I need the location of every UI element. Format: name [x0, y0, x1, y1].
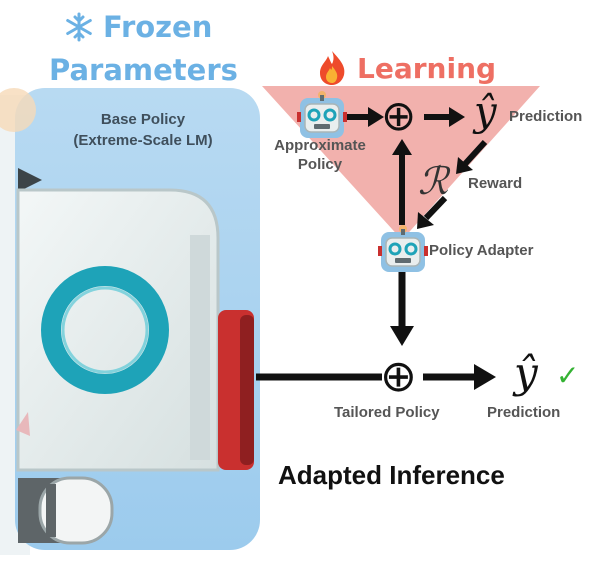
- inference-prediction-symbol: ŷ: [514, 348, 538, 397]
- approximate-policy-line1: Approximate: [274, 137, 366, 154]
- adapted-inference-title: Adapted Inference: [278, 460, 505, 490]
- learning-arrows: [347, 107, 488, 229]
- learning-title: Learning: [357, 52, 497, 85]
- learning-combine-symbol: ⊕: [381, 91, 417, 140]
- tailored-policy-label: Tailored Policy: [334, 404, 440, 421]
- learning-prediction-label: Prediction: [509, 108, 583, 125]
- frozen-subtitle: Parameters: [49, 53, 238, 87]
- reward-symbol: ℛ: [418, 159, 449, 203]
- approximate-policy-label: Approximate Policy: [258, 136, 382, 174]
- snowflake-icon: [66, 12, 92, 42]
- base-policy-line1: Base Policy: [100, 111, 186, 128]
- reward-label: Reward: [468, 175, 523, 192]
- inference-arrows: [256, 270, 496, 390]
- tailored-combine-symbol: ⊕: [380, 351, 417, 402]
- check-icon: ✓: [556, 359, 580, 392]
- fire-icon: [320, 51, 345, 85]
- base-policy-robot-icon: [0, 88, 260, 555]
- policy-adapter-robot-icon: [378, 225, 428, 272]
- approximate-policy-robot-icon: [297, 91, 347, 138]
- base-policy-line2: (Extreme-Scale LM): [73, 132, 213, 149]
- inference-prediction-label: Prediction: [487, 404, 561, 421]
- frozen-title: Frozen: [103, 10, 213, 44]
- approximate-policy-line2: Policy: [297, 156, 343, 173]
- policy-adapter-label: Policy Adapter: [429, 242, 534, 259]
- base-policy-label: Base Policy (Extreme-Scale LM): [38, 109, 248, 151]
- learning-prediction-symbol: ŷ: [474, 89, 497, 135]
